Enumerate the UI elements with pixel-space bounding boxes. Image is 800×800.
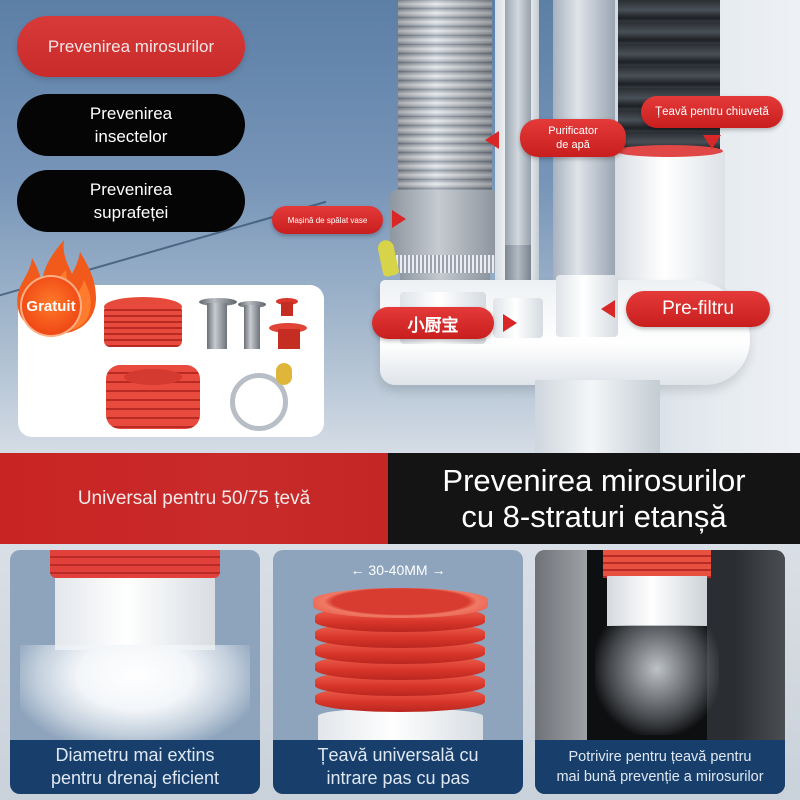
caption-line2: mai bună prevenție a mirosurilor bbox=[556, 769, 764, 785]
feature-pill-label-line2: insectelor bbox=[94, 127, 168, 146]
card-caption: Potrivire pentru țeavă pentru mai bună p… bbox=[535, 740, 785, 794]
screw-head-1 bbox=[199, 298, 237, 306]
red-adapter-opening bbox=[124, 369, 182, 385]
hero-section: Prevenirea mirosurilor Prevenirea insect… bbox=[0, 0, 800, 455]
headline-banner: Universal pentru 50/75 țevă Prevenirea m… bbox=[0, 453, 800, 544]
drain-cylinder bbox=[55, 575, 215, 650]
headline-line1: Prevenirea mirosurilor bbox=[442, 462, 746, 498]
red-seal-top bbox=[50, 550, 220, 578]
valve-odor-illustration bbox=[595, 625, 719, 735]
arrow-right-icon bbox=[503, 314, 517, 332]
seal-ring-1 bbox=[313, 588, 488, 618]
dimension-label: ← 30-40MM → bbox=[350, 562, 446, 578]
feature-card-odor-seal: Potrivire pentru țeavă pentru mai bună p… bbox=[535, 550, 785, 794]
arrow-left-icon bbox=[485, 131, 499, 149]
arrow-right-icon bbox=[392, 210, 406, 228]
corrugated-hose bbox=[398, 0, 492, 210]
caption-line2: intrare pas cu pas bbox=[326, 768, 470, 788]
headline-strip: Prevenirea mirosurilor cu 8-straturi eta… bbox=[388, 453, 800, 544]
screw-1 bbox=[207, 303, 227, 349]
feature-pill-insects[interactable]: Prevenirea insectelor bbox=[17, 94, 245, 156]
callout-label-line2: de apă bbox=[556, 139, 590, 151]
feature-pill-label-line2: suprafeței bbox=[93, 203, 169, 222]
drain-cylinder bbox=[607, 576, 707, 626]
pipe-wall-right bbox=[733, 550, 785, 740]
red-plug-large-head bbox=[269, 323, 307, 333]
card-caption: Diametru mai extins pentru drenaj eficie… bbox=[10, 740, 260, 794]
callout-label: Țeavă pentru chiuvetă bbox=[655, 106, 769, 118]
red-plug-large bbox=[278, 329, 300, 349]
callout-sink-pipe: Țeavă pentru chiuvetă bbox=[641, 96, 783, 128]
compatibility-strip: Universal pentru 50/75 țevă bbox=[0, 453, 388, 544]
red-adapter-rings bbox=[104, 305, 182, 347]
feature-card-drainage: Diametru mai extins pentru drenaj eficie… bbox=[10, 550, 260, 794]
callout-label-line1: Purificator bbox=[548, 125, 598, 137]
callout-water-purifier: Purificator de apă bbox=[520, 119, 626, 157]
arrow-down-icon bbox=[703, 135, 721, 149]
water-splash bbox=[20, 645, 250, 745]
caption-line1: Diametru mai extins bbox=[55, 745, 215, 765]
red-plug-small bbox=[281, 302, 293, 316]
hose-clamp-ring bbox=[230, 373, 288, 431]
feature-pill-label-line1: Prevenirea bbox=[89, 180, 173, 199]
compatibility-text: Universal pentru 50/75 țevă bbox=[77, 487, 311, 509]
feature-card-universal: ← 30-40MM → Țeavă universală cu intrare … bbox=[273, 550, 523, 794]
drain-stem bbox=[535, 380, 660, 455]
feature-pill-surface[interactable]: Prevenirea suprafeței bbox=[17, 170, 245, 232]
caption-line2: pentru drenaj eficient bbox=[50, 768, 220, 788]
card-caption: Țeavă universală cu intrare pas cu pas bbox=[273, 740, 523, 794]
clamp-key-handle bbox=[276, 363, 292, 385]
feature-cards: Diametru mai extins pentru drenaj eficie… bbox=[0, 544, 800, 800]
callout-pre-filter: Pre-filtru bbox=[626, 291, 770, 327]
feature-pill-odor[interactable]: Prevenirea mirosurilor bbox=[17, 16, 245, 77]
headline-line2: cu 8-straturi etanșă bbox=[461, 498, 727, 534]
screw-2 bbox=[244, 305, 260, 349]
free-badge-label: Gratuit bbox=[26, 297, 76, 315]
pipe-wall-left bbox=[535, 550, 587, 740]
feature-pill-label-line1: Prevenirea bbox=[89, 104, 173, 123]
red-plug-small-head bbox=[276, 298, 298, 305]
screw-head-2 bbox=[238, 301, 266, 308]
caption-line1: Țeavă universală cu bbox=[317, 745, 479, 765]
callout-label: Pre-filtru bbox=[662, 298, 734, 319]
callout-dishwasher: Mașină de spălat vase bbox=[272, 206, 383, 234]
red-seal-ring bbox=[615, 145, 723, 157]
callout-label: Mașină de spălat vase bbox=[287, 215, 368, 225]
free-badge: Gratuit bbox=[20, 275, 82, 337]
caption-line1: Potrivire pentru țeavă pentru bbox=[568, 749, 752, 765]
arrow-left-icon bbox=[601, 300, 615, 318]
red-seal-top bbox=[603, 550, 711, 578]
hose-coupler bbox=[390, 190, 498, 260]
outlet-stub-2 bbox=[493, 298, 543, 338]
feature-pill-label: Prevenirea mirosurilor bbox=[47, 37, 215, 56]
hose-clamp bbox=[392, 255, 496, 273]
callout-kitchen-heater: 小厨宝 bbox=[372, 307, 494, 339]
callout-label: 小厨宝 bbox=[407, 315, 459, 335]
